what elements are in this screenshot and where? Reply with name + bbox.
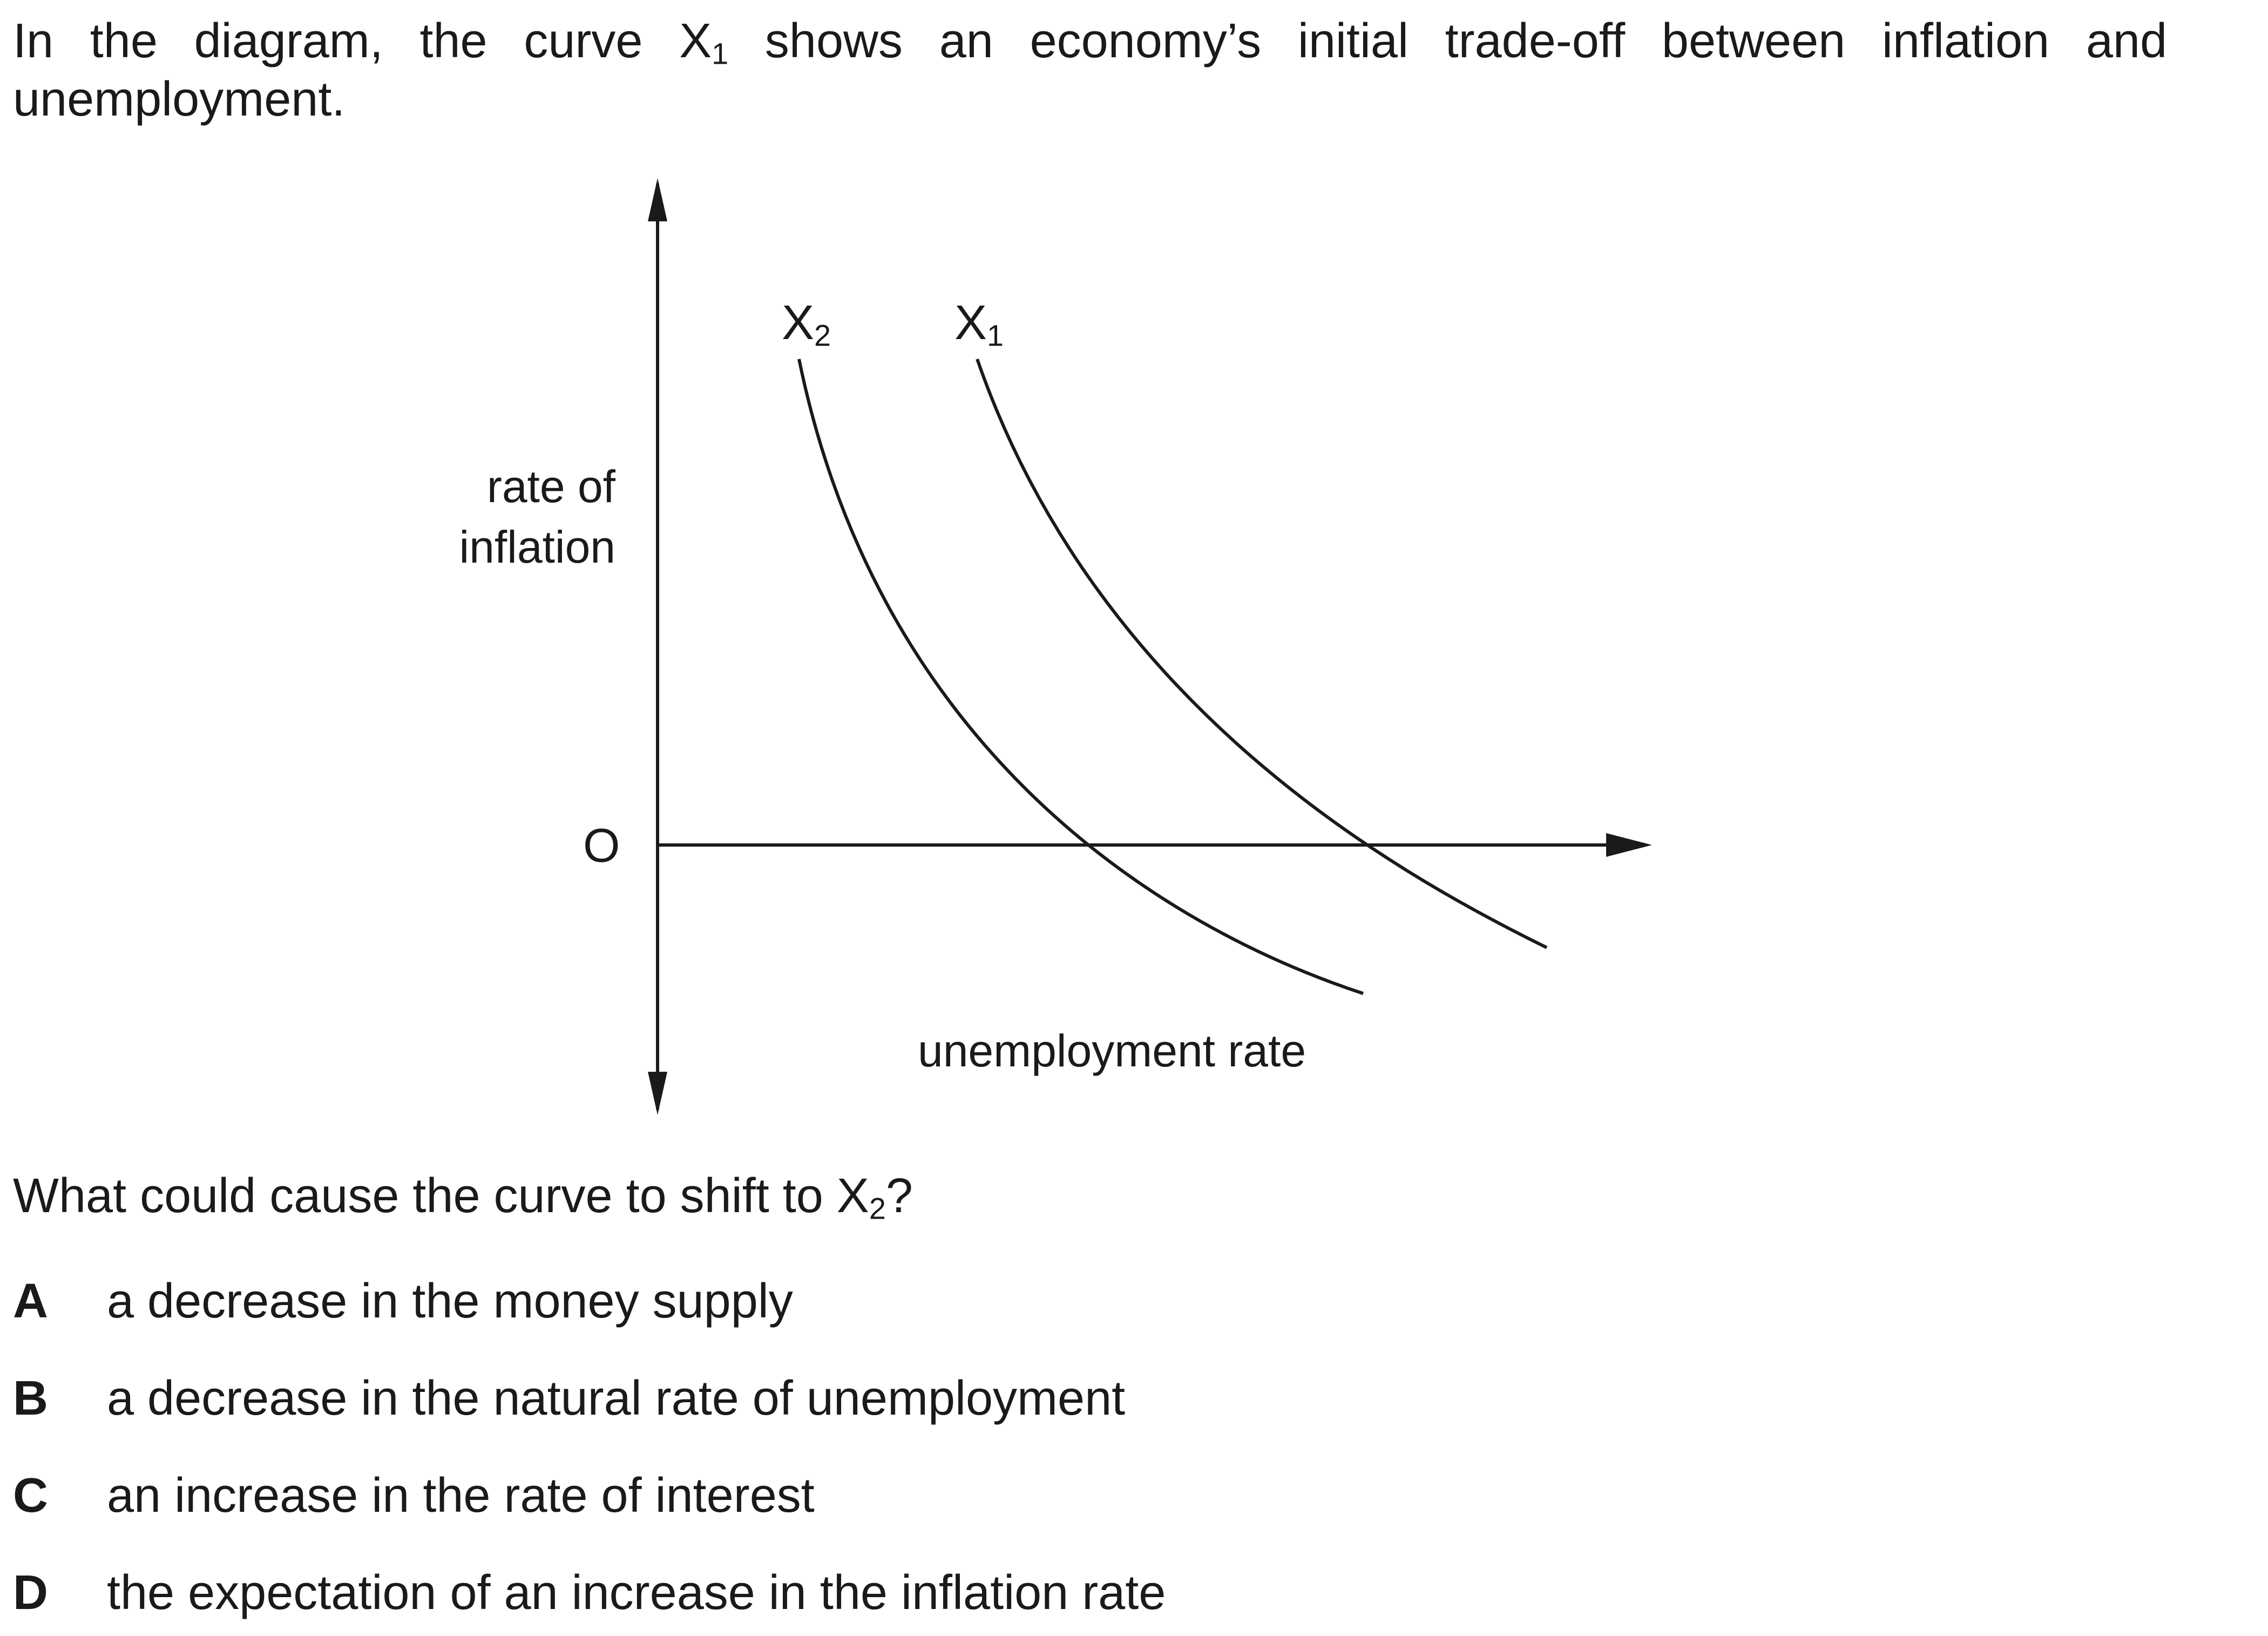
curve-label-letter: X	[782, 296, 815, 350]
curve-x2	[797, 359, 1364, 995]
question-text-part: ?	[885, 1169, 913, 1223]
intro-text: In the diagram, the curve X1 shows an ec…	[13, 12, 2167, 129]
curve-label-x2: X2	[782, 296, 831, 350]
intro-text-part: shows an economy’s initial trade-off bet…	[13, 14, 2167, 126]
option-text: the expectation of an increase in the in…	[107, 1566, 1166, 1620]
question-text-part: What could cause the curve to shift to X	[13, 1169, 869, 1223]
curve-label-subscript: 1	[987, 318, 1004, 353]
y-axis-down-arrow	[648, 1072, 667, 1115]
option-letter: C	[13, 1469, 48, 1523]
y-axis-up-arrow	[648, 178, 667, 221]
y-axis-label-line: inflation	[459, 522, 615, 572]
option-text: an increase in the rate of interest	[107, 1469, 815, 1523]
option-text: a decrease in the natural rate of unempl…	[107, 1371, 1126, 1425]
option-letter: D	[13, 1566, 48, 1620]
intro-subscript: 1	[712, 36, 729, 71]
origin-label: O	[583, 819, 620, 872]
intro-text-part: In the diagram, the curve X	[13, 14, 712, 68]
y-axis-label: rate of inflation	[378, 456, 615, 577]
x-axis-right-arrow	[1606, 833, 1652, 857]
curve-label-subscript: 2	[814, 318, 831, 353]
option-letter: A	[13, 1274, 48, 1328]
option-text: a decrease in the money supply	[107, 1274, 793, 1328]
option-letter: B	[13, 1371, 48, 1425]
curve-label-letter: X	[954, 296, 987, 350]
question-subscript: 2	[869, 1191, 886, 1226]
x-axis-label: unemployment rate	[918, 1025, 1306, 1076]
curve-x1	[976, 359, 1548, 949]
curve-label-x1: X1	[954, 296, 1004, 350]
question-text: What could cause the curve to shift to X…	[13, 1166, 913, 1226]
y-axis-label-line: rate of	[486, 461, 615, 512]
